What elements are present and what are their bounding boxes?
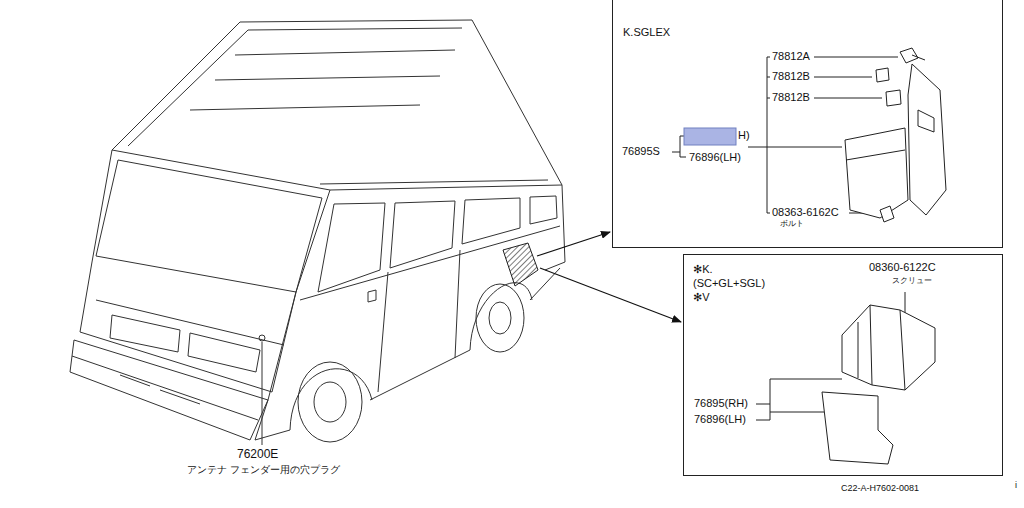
part-name: ボルト [779, 219, 805, 228]
part-number: 76895S [621, 145, 661, 158]
part-number: 76895(RH) [693, 397, 749, 410]
page-mark: i [1014, 480, 1018, 490]
part-number: 78812A [771, 50, 811, 63]
part-number: 76896(LH) [688, 151, 742, 164]
callout-number: 76200E [236, 448, 279, 462]
part-name: スクリュー [891, 276, 933, 285]
part-number: 78812B [771, 70, 811, 83]
detail-panel: ✻K.(SC+GL+SGL) ✻V [683, 254, 1003, 476]
panel-heading: K.SGLEX [623, 25, 670, 39]
part-number: 76896(LH) [693, 413, 747, 426]
panel-heading: ✻K.(SC+GL+SGL) ✻V [693, 262, 765, 304]
drawing-code: C22-A-H7602-0081 [840, 483, 920, 493]
part-name: アンテナ フェンダー用の穴プラグ [186, 464, 341, 476]
part-number: H) [737, 129, 751, 142]
part-number: 08360-6122C [868, 261, 937, 274]
part-number: 78812B [771, 91, 811, 104]
part-number: 08363-6162C [771, 206, 840, 219]
